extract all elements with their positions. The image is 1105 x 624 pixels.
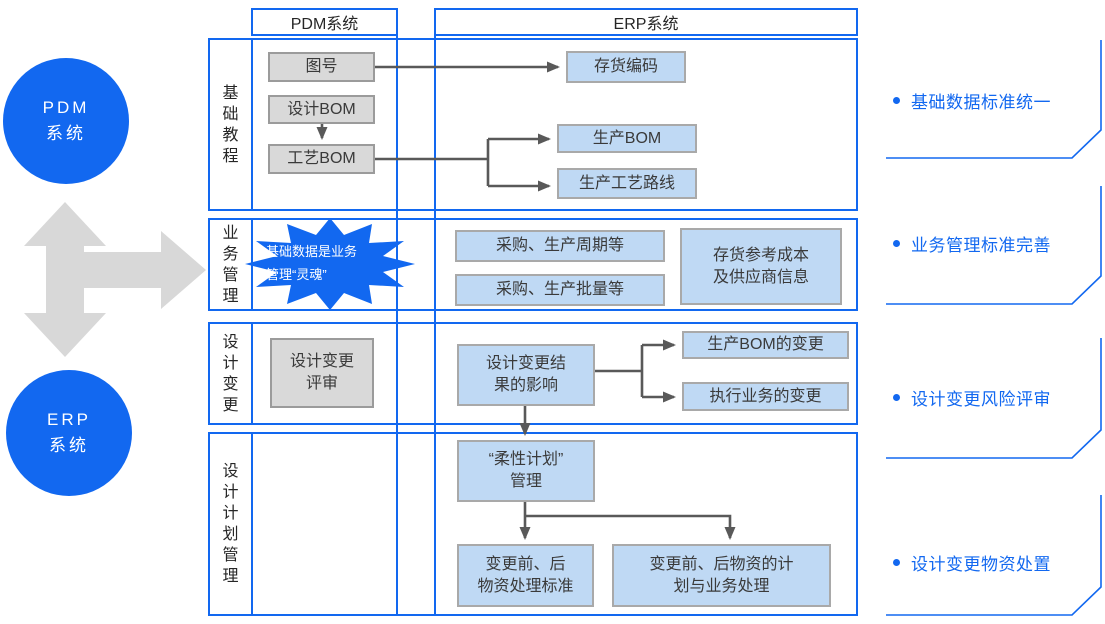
table-row-design-plan-mgmt: 设计计划管理 <box>208 432 858 616</box>
box-cost-supplier-info: 存货参考成本 及供应商信息 <box>680 228 842 305</box>
erp-system-circle: ERP 系统 <box>6 370 132 496</box>
box-drawing-number: 图号 <box>268 52 375 82</box>
pdm-circle-line2: 系统 <box>46 124 86 143</box>
pdm-system-circle: PDM 系统 <box>3 58 129 184</box>
box-business-execution-change: 执行业务的变更 <box>682 382 849 411</box>
box-inventory-code: 存货编码 <box>566 51 686 83</box>
header-pdm-system: PDM系统 <box>251 8 398 36</box>
box-purchase-cycle: 采购、生产周期等 <box>455 230 665 262</box>
bullet-icon <box>893 558 900 566</box>
box-design-bom: 设计BOM <box>268 95 375 124</box>
pdm-column-right-line <box>396 8 398 616</box>
box-material-plan-business: 变更前、后物资的计 划与业务处理 <box>612 544 831 607</box>
callout-label: 业务管理标准完善 <box>911 235 1051 255</box>
row-label-basic-data: 基础教程 <box>210 40 251 209</box>
bullet-icon <box>893 393 900 401</box>
callout-basic-data-standard: 基础数据标准统一 <box>893 86 1098 114</box>
header-erp-system: ERP系统 <box>434 8 858 36</box>
header-erp-label: ERP系统 <box>613 16 679 33</box>
callout-material-disposal: 设计变更物资处置 <box>893 548 1098 576</box>
row-divider <box>251 40 253 209</box>
box-production-route: 生产工艺路线 <box>557 168 697 199</box>
callout-label: 设计变更风险评审 <box>911 389 1051 409</box>
row-label-business-mgmt: 业务管理 <box>210 220 251 309</box>
box-change-impact: 设计变更结 果的影响 <box>457 344 595 406</box>
erp-circle-line2: 系统 <box>49 436 89 455</box>
bullet-icon <box>893 239 900 247</box>
row-divider <box>251 324 253 423</box>
row-label-text: 设计计划管理 <box>222 463 239 585</box>
box-change-review: 设计变更 评审 <box>270 338 374 408</box>
box-process-bom: 工艺BOM <box>268 144 375 174</box>
bullet-icon <box>893 96 900 104</box>
row-label-design-change: 设计变更 <box>210 324 251 423</box>
starburst-note: 基础数据是业务 管理“灵魂” <box>266 244 358 282</box>
row-divider <box>251 434 253 614</box>
table-row-design-change: 设计变更 <box>208 322 858 425</box>
header-pdm-label: PDM系统 <box>290 16 359 33</box>
box-production-bom-change: 生产BOM的变更 <box>682 331 849 359</box>
box-purchase-batch: 采购、生产批量等 <box>455 274 665 306</box>
callout-design-change-risk-review: 设计变更风险评审 <box>893 383 1098 411</box>
callout-label: 设计变更物资处置 <box>911 554 1051 574</box>
pdm-circle-line1: PDM <box>42 97 90 117</box>
table-row-basic-data: 基础教程 <box>208 38 858 211</box>
row-label-text: 基础教程 <box>222 84 239 165</box>
box-material-handling-standard: 变更前、后 物资处理标准 <box>457 544 594 607</box>
row-label-text: 设计变更 <box>222 333 239 414</box>
callout-label: 基础数据标准统一 <box>911 92 1051 112</box>
row-label-design-plan-mgmt: 设计计划管理 <box>210 434 251 614</box>
erp-column-left-line <box>434 8 436 616</box>
row-divider <box>251 220 253 309</box>
callout-business-mgmt-standard: 业务管理标准完善 <box>893 229 1098 257</box>
box-production-bom: 生产BOM <box>557 124 697 153</box>
erp-circle-line1: ERP <box>47 409 91 429</box>
row-label-text: 业务管理 <box>222 224 239 305</box>
box-flexible-plan-mgmt: “柔性计划” 管理 <box>457 440 595 502</box>
